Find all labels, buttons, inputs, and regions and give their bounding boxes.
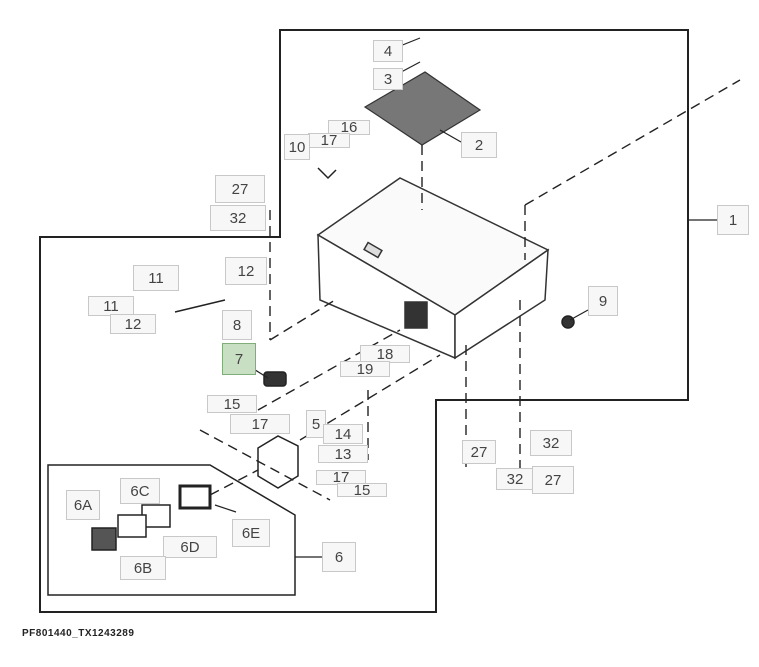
callout-9[interactable]: 9 bbox=[588, 286, 618, 316]
callout-15[interactable]: 15 bbox=[207, 395, 257, 413]
callout-6c[interactable]: 6C bbox=[120, 478, 160, 504]
callout-10[interactable]: 10 bbox=[284, 134, 310, 160]
callout-4[interactable]: 4 bbox=[373, 40, 403, 62]
callout-27[interactable]: 27 bbox=[462, 440, 496, 464]
callout-6d[interactable]: 6D bbox=[163, 536, 217, 558]
housing-box bbox=[316, 177, 550, 360]
callout-6a[interactable]: 6A bbox=[66, 490, 100, 520]
assembly-outline bbox=[39, 29, 689, 613]
callout-32[interactable]: 32 bbox=[496, 468, 534, 490]
callout-11[interactable]: 11 bbox=[88, 296, 134, 316]
subassembly-6-outline bbox=[47, 464, 296, 596]
callout-27[interactable]: 27 bbox=[532, 466, 574, 494]
callout-16[interactable]: 16 bbox=[328, 119, 370, 136]
callout-1[interactable]: 1 bbox=[717, 205, 749, 235]
figure-code: PF801440_TX1243289 bbox=[22, 628, 135, 639]
callout-12[interactable]: 12 bbox=[110, 314, 156, 334]
callout-12[interactable]: 12 bbox=[225, 257, 267, 285]
callout-6e[interactable]: 6E bbox=[232, 519, 270, 547]
callout-15[interactable]: 15 bbox=[337, 482, 387, 499]
callout-27[interactable]: 27 bbox=[215, 175, 265, 203]
callout-32[interactable]: 32 bbox=[210, 205, 266, 231]
callout-32[interactable]: 32 bbox=[530, 430, 572, 456]
callout-13[interactable]: 13 bbox=[318, 445, 368, 463]
grate-plate bbox=[363, 71, 482, 146]
callout-11[interactable]: 11 bbox=[133, 265, 179, 291]
callout-6b[interactable]: 6B bbox=[120, 556, 166, 580]
callout-17[interactable]: 17 bbox=[316, 469, 366, 486]
callout-2[interactable]: 2 bbox=[461, 132, 497, 158]
callout-3[interactable]: 3 bbox=[373, 68, 403, 90]
callout-7-selected[interactable]: 7 bbox=[222, 343, 256, 375]
callout-14[interactable]: 14 bbox=[323, 424, 363, 444]
callout-19[interactable]: 19 bbox=[340, 361, 390, 378]
callout-17[interactable]: 17 bbox=[308, 132, 350, 149]
callout-6[interactable]: 6 bbox=[322, 542, 356, 572]
callout-8[interactable]: 8 bbox=[222, 310, 252, 340]
callout-17[interactable]: 17 bbox=[230, 414, 290, 434]
